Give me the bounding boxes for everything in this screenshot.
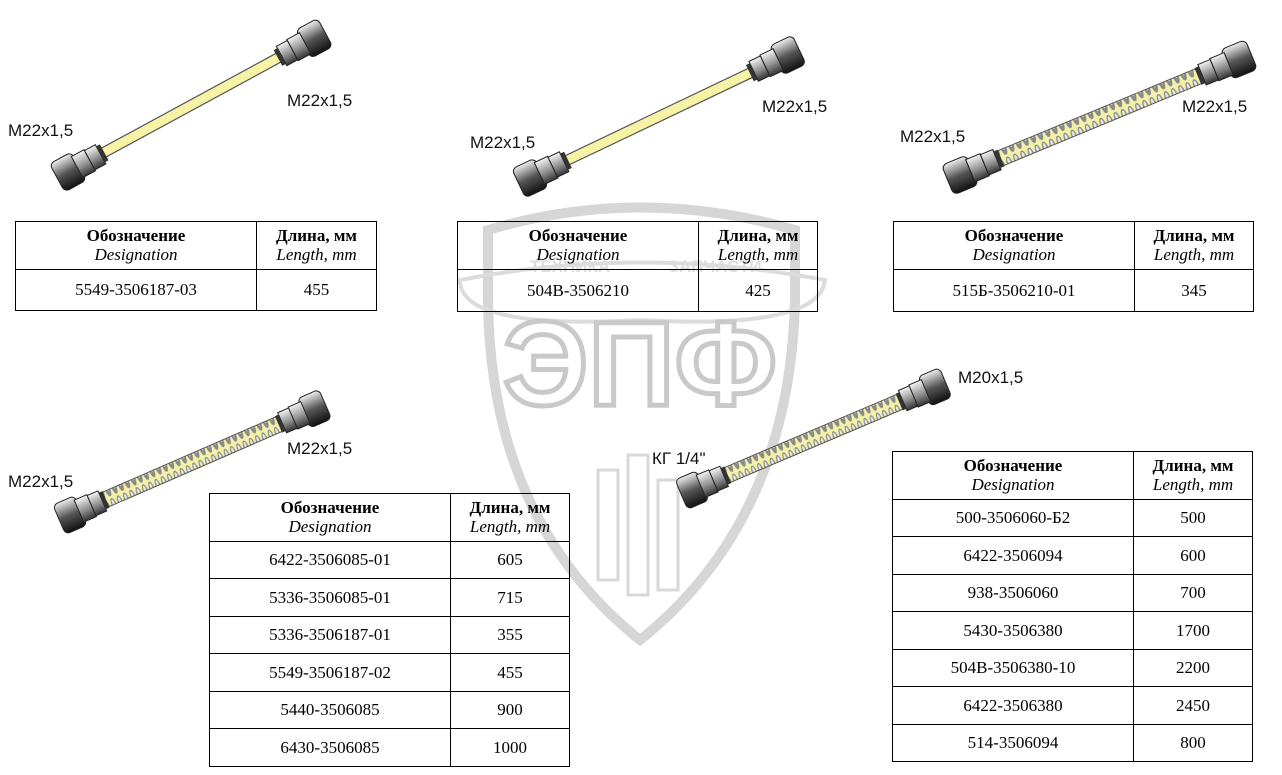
designation-cell: 5440-3506085 (209, 691, 451, 729)
hose-5-thread-right: M20x1,5 (958, 368, 1024, 387)
designation-cell: 6422-3506380 (892, 686, 1134, 725)
table-row: 5336-3506085-01 715 (209, 578, 570, 617)
designation-cell: 6430-3506085 (209, 728, 451, 767)
length-cell: 1700 (1133, 611, 1253, 650)
length-cell: 425 (698, 269, 818, 312)
spec-table-5: Обозначение Designation Длина, мм Length… (892, 451, 1253, 762)
designation-header: Обозначение Designation (457, 221, 699, 270)
length-cell: 715 (450, 578, 570, 617)
hose-3-thread-right: M22x1,5 (1182, 97, 1248, 116)
table-row: 5549-3506187-03 455 (15, 269, 377, 311)
length-header: Длина, мм Length, mm (450, 493, 570, 542)
table-row: 500-3506060-Б2 500 (892, 499, 1253, 537)
designation-cell: 515Б-3506210-01 (893, 269, 1135, 312)
spec-table-2: Обозначение Designation Длина, мм Length… (457, 221, 818, 312)
length-cell: 900 (450, 691, 570, 729)
table-row: 6422-3506094 600 (892, 536, 1253, 575)
length-cell: 700 (1133, 574, 1253, 612)
hose-5-thread-left: КГ 1/4" (652, 449, 706, 468)
designation-cell: 938-3506060 (892, 574, 1134, 612)
designation-cell: 5336-3506085-01 (209, 578, 451, 617)
table-row: 515Б-3506210-01 345 (893, 269, 1254, 312)
table-row: 938-3506060 700 (892, 574, 1253, 612)
hose-1-thread-right: M22x1,5 (287, 91, 353, 110)
length-cell: 605 (450, 541, 570, 579)
table-row: 6430-3506085 1000 (209, 728, 570, 767)
table-row: 504B-3506210 425 (457, 269, 818, 312)
length-cell: 600 (1133, 536, 1253, 575)
hose-3-thread-left: M22x1,5 (900, 127, 966, 146)
spec-table-1: Обозначение Designation Длина, мм Length… (15, 221, 377, 311)
length-cell: 800 (1133, 724, 1253, 762)
designation-cell: 6422-3506094 (892, 536, 1134, 575)
length-cell: 500 (1133, 499, 1253, 537)
table-row: 5430-3506380 1700 (892, 611, 1253, 650)
designation-cell: 5549-3506187-02 (209, 653, 451, 692)
designation-cell: 504B-3506210 (457, 269, 699, 312)
hose-1-thread-left: M22x1,5 (8, 121, 74, 140)
table-row: 504B-3506380-10 2200 (892, 649, 1253, 687)
spec-table-4: Обозначение Designation Длина, мм Length… (209, 493, 570, 767)
hose-4-thread-right: M22x1,5 (287, 439, 353, 458)
length-cell: 455 (256, 269, 377, 311)
designation-cell: 6422-3506085-01 (209, 541, 451, 579)
designation-cell: 5430-3506380 (892, 611, 1134, 650)
length-header: Длина, мм Length, mm (1133, 451, 1253, 500)
table-row: 514-3506094 800 (892, 724, 1253, 762)
length-header: Длина, мм Length, mm (1134, 221, 1254, 270)
designation-header: Обозначение Designation (892, 451, 1134, 500)
length-header: Длина, мм Length, mm (698, 221, 818, 270)
table-row: 5336-3506187-01 355 (209, 616, 570, 654)
length-header: Длина, мм Length, mm (256, 221, 377, 270)
designation-cell: 5336-3506187-01 (209, 616, 451, 654)
table-row: 5440-3506085 900 (209, 691, 570, 729)
designation-cell: 500-3506060-Б2 (892, 499, 1134, 537)
hose-2-thread-right: M22x1,5 (762, 97, 828, 116)
length-cell: 455 (450, 653, 570, 692)
hose-2-thread-left: M22x1,5 (470, 133, 536, 152)
length-cell: 2450 (1133, 686, 1253, 725)
designation-header: Обозначение Designation (893, 221, 1135, 270)
spec-table-3: Обозначение Designation Длина, мм Length… (893, 221, 1254, 312)
table-row: 6422-3506380 2450 (892, 686, 1253, 725)
hose-4-thread-left: M22x1,5 (8, 472, 74, 491)
table-row: 5549-3506187-02 455 (209, 653, 570, 692)
hose-3-drawing (942, 40, 1258, 195)
designation-header: Обозначение Designation (209, 493, 451, 542)
length-cell: 1000 (450, 728, 570, 767)
designation-cell: 514-3506094 (892, 724, 1134, 762)
designation-header: Обозначение Designation (15, 221, 257, 270)
length-cell: 345 (1134, 269, 1254, 312)
length-cell: 2200 (1133, 649, 1253, 687)
designation-cell: 504B-3506380-10 (892, 649, 1134, 687)
table-row: 6422-3506085-01 605 (209, 541, 570, 579)
length-cell: 355 (450, 616, 570, 654)
designation-cell: 5549-3506187-03 (15, 269, 257, 311)
